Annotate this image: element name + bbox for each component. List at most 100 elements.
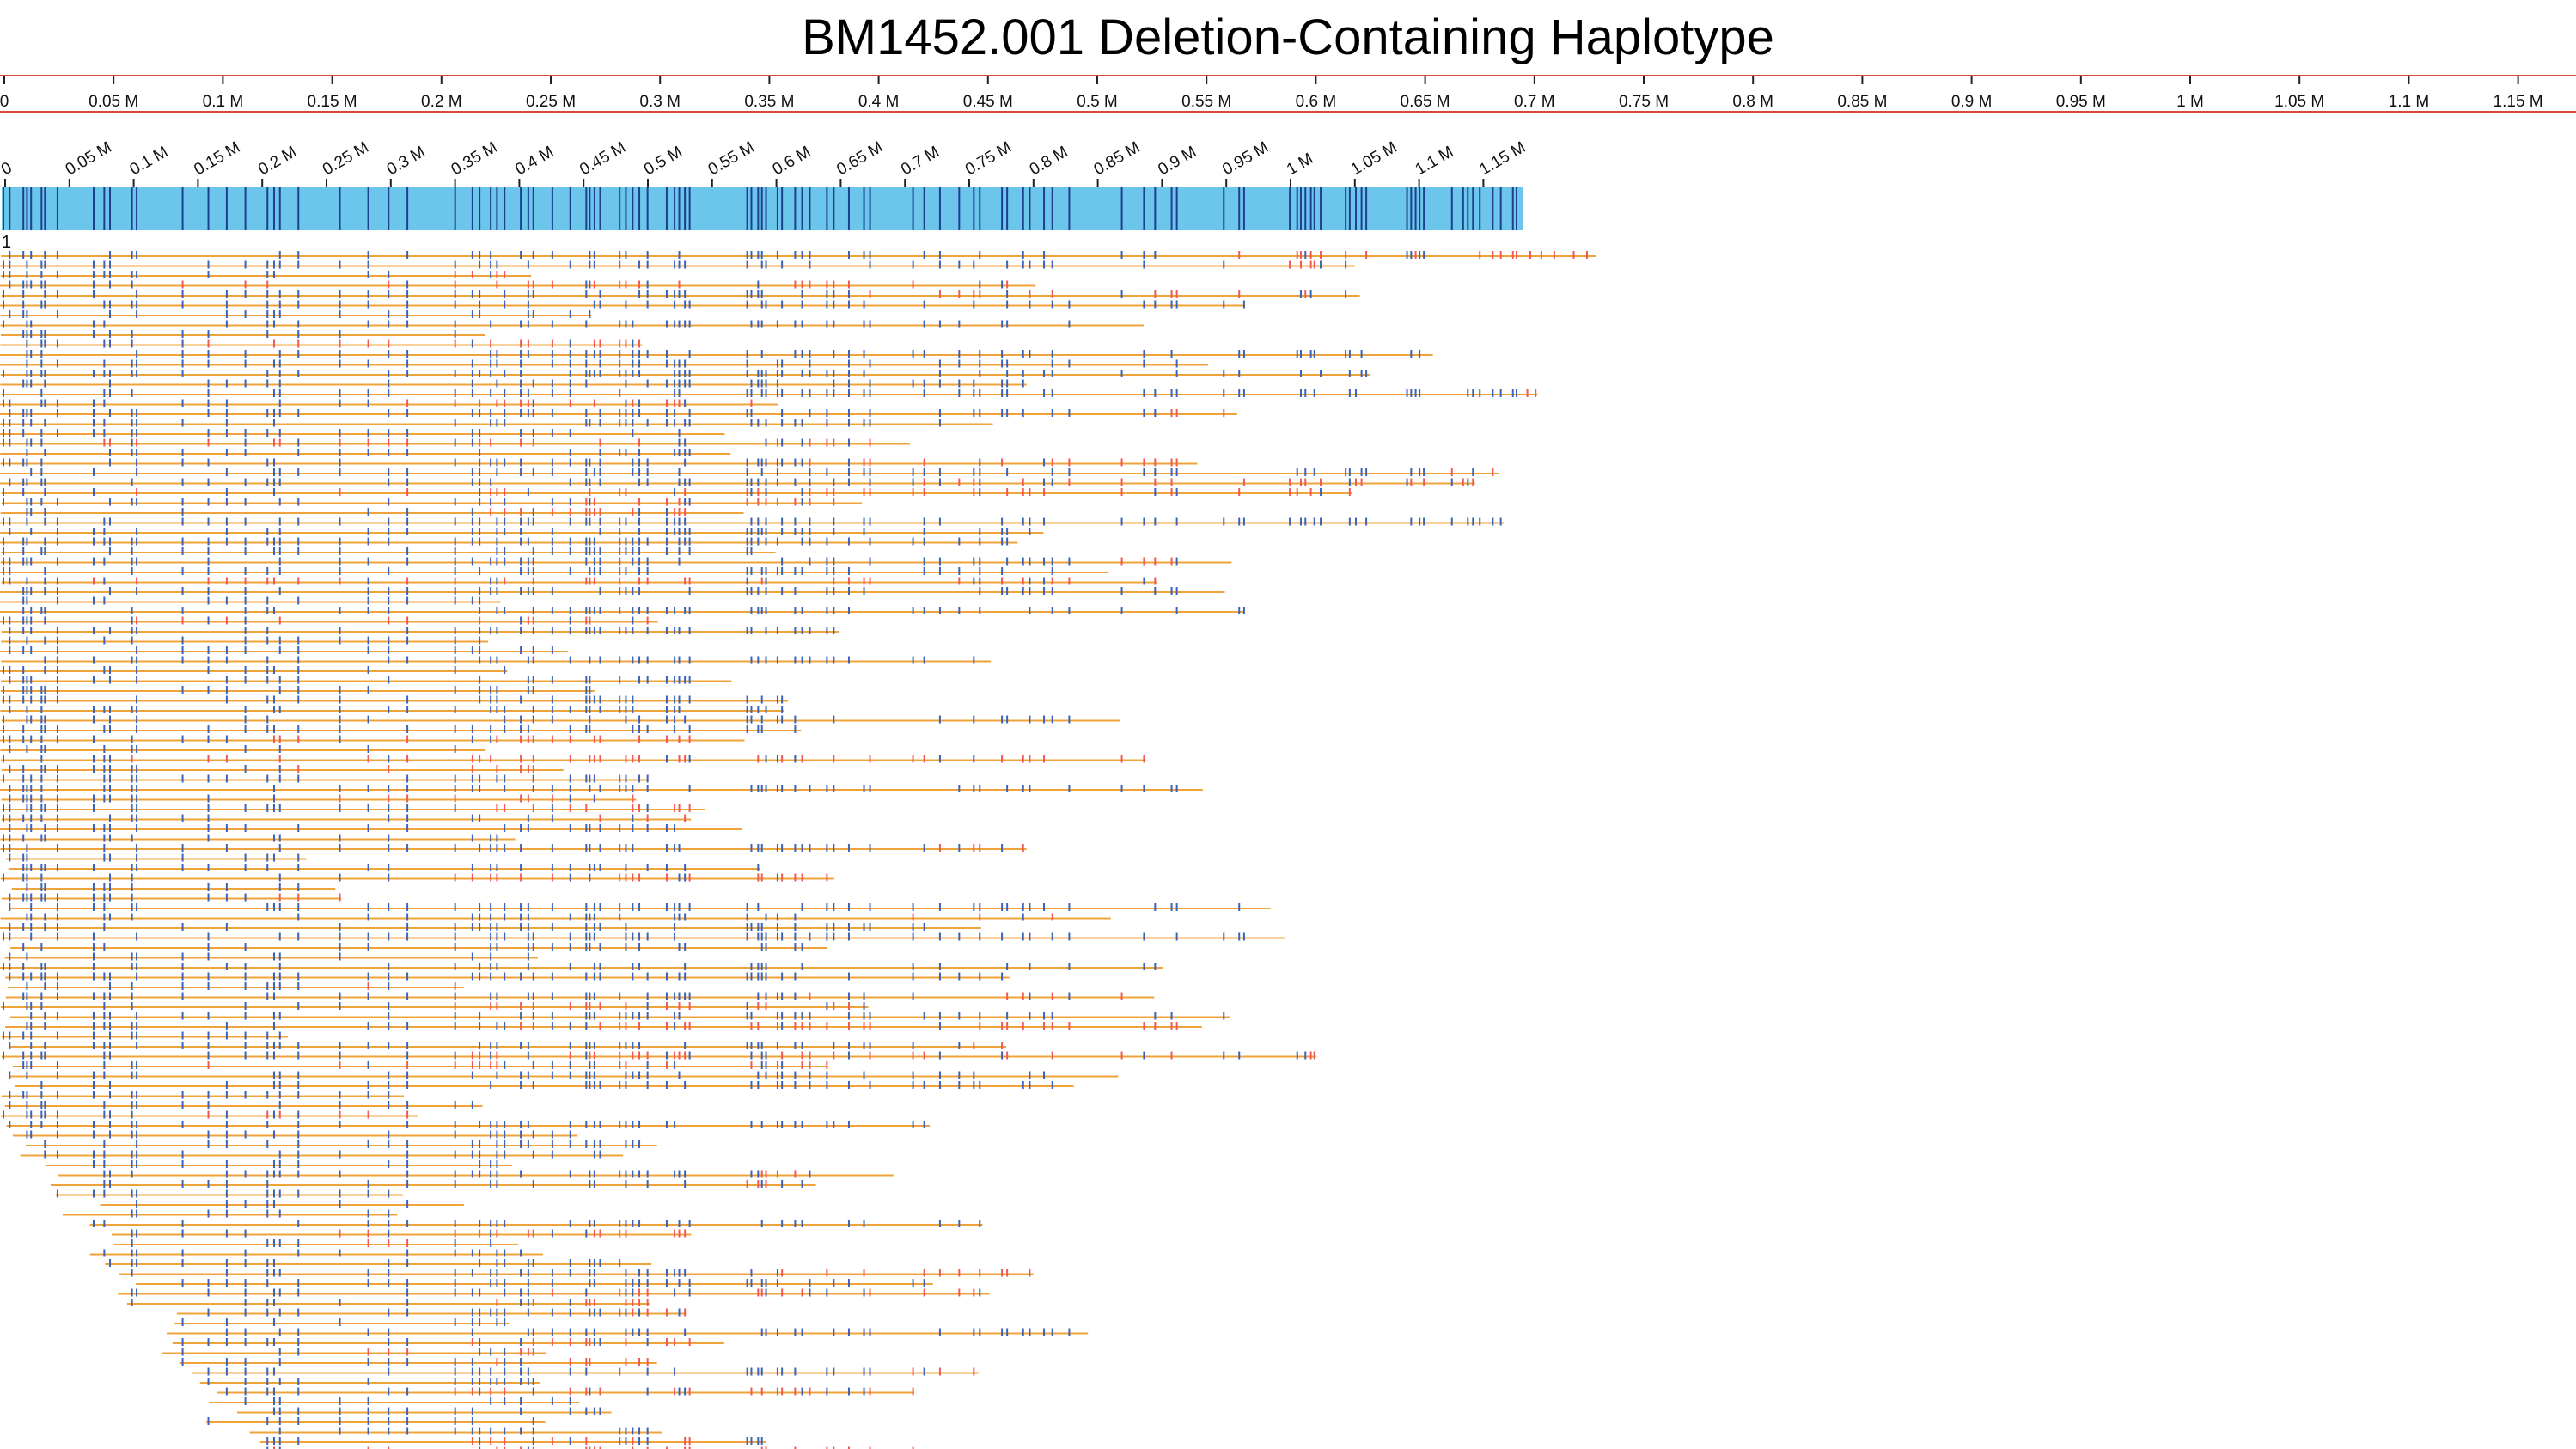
molecule-row[interactable] (0, 666, 508, 674)
molecule-row[interactable] (1, 627, 839, 634)
molecule-row[interactable] (0, 567, 1109, 575)
molecule-row[interactable] (0, 735, 745, 743)
molecule-row[interactable] (192, 1367, 980, 1376)
molecule-row[interactable] (0, 478, 1475, 486)
molecule-row[interactable] (119, 1269, 1034, 1277)
molecule-row[interactable] (0, 458, 1198, 467)
molecule-row[interactable] (0, 646, 569, 654)
molecule-row[interactable] (259, 1437, 766, 1445)
molecule-row[interactable] (9, 903, 1271, 911)
molecule-row[interactable] (0, 339, 643, 348)
molecule-row[interactable] (172, 1338, 724, 1346)
molecule-row[interactable] (20, 1150, 624, 1159)
molecule-row[interactable] (1, 1002, 869, 1010)
molecule-row[interactable] (9, 1012, 1230, 1020)
molecule-row[interactable] (0, 607, 1245, 614)
molecule-row[interactable] (1, 1031, 289, 1040)
molecule-row[interactable] (0, 370, 1371, 377)
molecule-row[interactable] (209, 1397, 580, 1405)
molecule-row[interactable] (6, 1121, 930, 1128)
molecule-row[interactable] (0, 419, 993, 427)
molecule-row[interactable] (217, 1387, 914, 1396)
molecule-row[interactable] (1, 498, 863, 506)
molecule-row[interactable] (179, 1358, 657, 1366)
molecule-row[interactable] (0, 963, 1163, 970)
molecule-row[interactable] (58, 1170, 894, 1178)
molecule-row[interactable] (4, 1101, 483, 1109)
molecule-row[interactable] (1, 389, 1538, 397)
molecule-row[interactable] (0, 468, 1500, 476)
molecule-row[interactable] (12, 1061, 828, 1069)
molecule-row[interactable] (1, 794, 637, 803)
molecule-row[interactable] (0, 280, 1036, 289)
molecule-row[interactable] (1, 577, 1157, 585)
molecule-row[interactable] (136, 1279, 933, 1287)
molecule-row[interactable] (112, 1229, 692, 1238)
molecule-row[interactable] (1, 814, 692, 822)
molecule-row[interactable] (1, 488, 1352, 496)
molecule-row[interactable] (167, 1328, 1089, 1336)
molecule-row[interactable] (1, 695, 789, 704)
molecule-row[interactable] (1, 290, 1360, 298)
molecule-row[interactable] (1, 893, 342, 902)
molecule-row[interactable] (0, 596, 501, 605)
molecule-row[interactable] (118, 1288, 990, 1297)
molecule-row[interactable] (1, 656, 992, 664)
molecule-row[interactable] (0, 923, 981, 931)
molecule-row[interactable] (206, 1417, 546, 1425)
molecule-row[interactable] (176, 1308, 687, 1317)
molecule-row[interactable] (0, 785, 1203, 792)
molecule-row[interactable] (0, 725, 802, 733)
molecule-row[interactable] (1, 755, 1146, 763)
molecule-row[interactable] (162, 1348, 547, 1356)
molecule-alignments[interactable] (0, 251, 1596, 1449)
molecule-row[interactable] (1, 676, 732, 684)
molecule-row[interactable] (89, 1220, 983, 1227)
molecule-row[interactable] (0, 379, 1027, 388)
molecule-row[interactable] (51, 1180, 816, 1188)
molecule-row[interactable] (25, 1140, 657, 1148)
molecule-row[interactable] (0, 271, 531, 278)
molecule-row[interactable] (0, 300, 1246, 309)
molecule-row[interactable] (100, 1200, 464, 1208)
molecule-row[interactable] (8, 864, 761, 871)
molecule-row[interactable] (0, 429, 725, 437)
molecule-row[interactable] (45, 1160, 513, 1168)
molecule-row[interactable] (0, 844, 1027, 852)
molecule-row[interactable] (0, 310, 592, 318)
molecule-row[interactable] (1, 1051, 1316, 1060)
molecule-row[interactable] (12, 1130, 578, 1139)
molecule-row[interactable] (0, 537, 1018, 546)
molecule-row[interactable] (0, 517, 1504, 526)
molecule-row[interactable] (1, 1091, 405, 1099)
molecule-row[interactable] (2, 932, 1285, 941)
molecule-row[interactable] (0, 745, 486, 753)
molecule-row[interactable] (5, 992, 1155, 1000)
molecule-row[interactable] (0, 774, 649, 783)
molecule-row[interactable] (0, 260, 1355, 269)
molecule-row[interactable] (0, 1110, 418, 1119)
molecule-row[interactable] (0, 320, 1144, 328)
molecule-row[interactable] (9, 1071, 1119, 1079)
molecule-row[interactable] (5, 1022, 1202, 1030)
molecule-row[interactable] (0, 873, 834, 882)
molecule-row[interactable] (0, 449, 731, 456)
molecule-row[interactable] (4, 952, 538, 961)
molecule-row[interactable] (0, 824, 743, 832)
molecule-row[interactable] (11, 883, 336, 891)
molecule-row[interactable] (8, 982, 464, 990)
molecule-row[interactable] (0, 528, 1044, 535)
molecule-row[interactable] (113, 1239, 518, 1247)
molecule-row[interactable] (1, 547, 776, 555)
molecule-row[interactable] (0, 587, 1225, 595)
molecule-row[interactable] (0, 508, 744, 516)
molecule-row[interactable] (199, 1378, 541, 1385)
molecule-row[interactable] (1, 715, 1120, 724)
molecule-row[interactable] (9, 1042, 1006, 1049)
molecule-row[interactable] (0, 616, 658, 625)
molecule-row[interactable] (1, 804, 705, 812)
molecule-row[interactable] (0, 350, 1433, 358)
molecule-row[interactable] (105, 1259, 652, 1267)
